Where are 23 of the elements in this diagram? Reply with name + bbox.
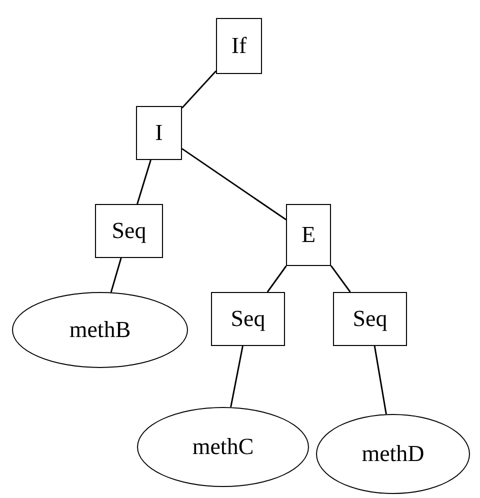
process-box <box>136 106 182 160</box>
connector-line <box>181 70 217 108</box>
node-label: If <box>231 33 247 59</box>
process-box <box>333 292 407 346</box>
node-label: methD <box>362 441 424 467</box>
process-box <box>216 18 262 74</box>
connector-line <box>374 346 387 414</box>
process-box <box>211 292 285 346</box>
node-label: Seq <box>112 218 146 244</box>
node-label: Seq <box>230 306 266 332</box>
node-label: methC <box>192 434 254 460</box>
connector-line <box>136 160 152 204</box>
connector-line <box>110 258 122 292</box>
process-box <box>286 204 331 266</box>
node-label: E <box>301 222 316 248</box>
connector-line <box>266 266 287 292</box>
process-box <box>95 204 163 258</box>
node-label: methB <box>69 317 131 343</box>
connector-line <box>230 346 244 408</box>
connector-line <box>330 265 351 292</box>
connector-line <box>182 148 286 220</box>
node-label: Seq <box>352 306 388 332</box>
node-label: I <box>155 120 163 146</box>
